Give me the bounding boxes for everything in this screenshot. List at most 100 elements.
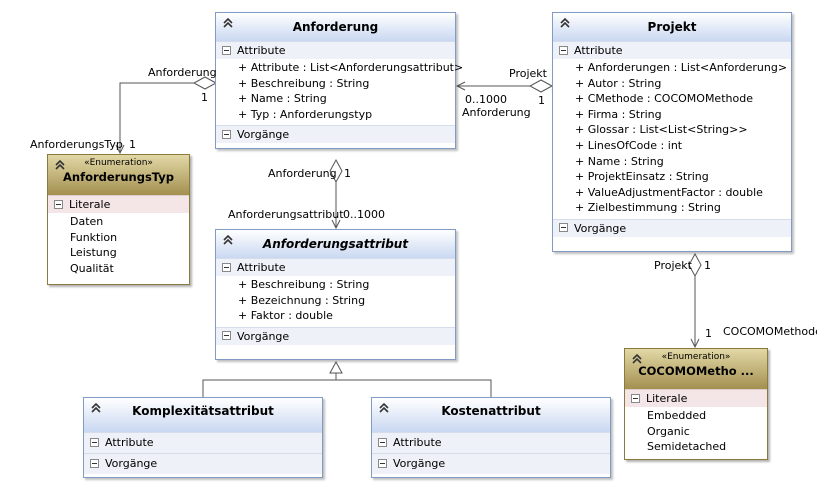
collapse-chevron-icon[interactable] [558,16,572,30]
association-projekt-cocomo[interactable] [688,252,702,347]
enum-stereotype: «Enumeration» [661,352,731,362]
enum-header[interactable]: «Enumeration» AnforderungsTyp [48,155,189,195]
collapse-minus-icon[interactable] [631,393,640,403]
class-header[interactable]: Komplexitätsattribut [84,398,322,432]
class-header[interactable]: Kostenattribut [372,398,610,432]
class-kostenattribut[interactable]: Kostenattribut Attribute Vorgänge [371,397,611,478]
role-label: AnforderungsTyp [30,138,123,151]
class-header[interactable]: Projekt [553,13,791,41]
attribute-item[interactable]: + Firma : String [575,107,662,121]
literal-item[interactable]: Embedded [647,409,707,422]
operations-section-toggle[interactable]: Vorgänge [84,453,322,474]
collapse-chevron-icon[interactable] [89,401,103,415]
class-projekt[interactable]: Projekt Attribute + Anforderungen : List… [552,12,792,252]
literal-item[interactable]: Leistung [70,246,117,260]
attribute-item[interactable]: + Name : String [238,92,327,106]
attribute-item[interactable]: + ValueAdjustmentFactor : double [575,185,763,199]
enum-anforderungstyp[interactable]: «Enumeration» AnforderungsTyp Literale D… [47,154,190,285]
class-komplexitaetsattribut[interactable]: Komplexitätsattribut Attribute Vorgänge [83,397,323,478]
class-header[interactable]: Anforderung [216,13,455,41]
attribute-list: + Attribute : List<Anforderungsattribut>… [216,59,464,125]
enum-cocomomethode[interactable]: «Enumeration» COCOMOMetho ... Literale E… [624,348,768,460]
attribute-list: + Anforderungen : List<Anforderung> + Au… [553,59,791,219]
collapse-chevron-icon[interactable] [53,158,67,172]
multiplicity-label: 1 [704,259,711,272]
operations-section-toggle[interactable]: Vorgänge [216,326,455,345]
attribute-item[interactable]: + ProjektEinsatz : String [575,170,709,184]
literals-section-toggle[interactable]: Literale [48,195,189,213]
role-label: Anforderungsattribut [228,208,344,221]
literals-section-toggle[interactable]: Literale [625,389,767,407]
attribute-item[interactable]: + Glossar : List<List<String>> [575,123,748,137]
attributes-section-toggle[interactable]: Attribute [553,41,791,59]
class-anforderung[interactable]: Anforderung Attribute + Attribute : List… [215,12,464,149]
collapse-minus-icon[interactable] [54,199,63,209]
literal-item[interactable]: Funktion [70,230,118,244]
collapse-minus-icon[interactable] [222,45,231,55]
inheritance-connector[interactable] [202,360,492,397]
association-projekt-anforderung[interactable] [457,79,554,93]
attribute-item[interactable]: + Bezeichnung : String [238,293,366,307]
multiplicity-label: 0..1000 [465,93,507,106]
attributes-section-toggle[interactable]: Attribute [372,432,610,453]
attribute-item[interactable]: + Autor : String [575,76,662,90]
attribute-item[interactable]: + Beschreibung : String [238,76,370,90]
generalization-triangle [329,360,343,374]
collapse-minus-icon[interactable] [222,331,231,341]
enum-header[interactable]: «Enumeration» COCOMOMetho ... [625,349,767,389]
multiplicity-label: 1 [344,167,351,180]
operations-section-toggle[interactable]: Vorgänge [553,218,791,237]
attribute-item[interactable]: + Anforderungen : List<Anforderung> [575,61,788,74]
attribute-item[interactable]: + Name : String [575,154,664,168]
enum-title: COCOMOMetho ... [638,364,754,378]
attribute-item[interactable]: + Beschreibung : String [238,278,370,291]
operations-section-toggle[interactable]: Vorgänge [216,125,455,144]
class-title: Anforderungsattribut [262,237,409,251]
role-label: Anforderung [462,106,531,119]
enum-title: AnforderungsTyp [62,170,175,184]
collapse-minus-icon[interactable] [90,437,99,447]
role-label: COCOMOMethode [723,325,817,338]
collapse-chevron-icon[interactable] [630,352,644,366]
multiplicity-label: 1 [129,138,136,151]
role-label: Anforderung [268,167,337,180]
class-anforderungsattribut[interactable]: Anforderungsattribut Attribute + Beschre… [215,229,456,360]
attributes-section-toggle[interactable]: Attribute [216,258,455,276]
collapse-minus-icon[interactable] [559,223,568,233]
role-label: Projekt [654,259,692,272]
enum-stereotype: «Enumeration» [84,158,153,168]
operations-section-toggle[interactable]: Vorgänge [372,453,610,474]
class-title: Komplexitätsattribut [132,404,274,418]
attribute-item[interactable]: + Attribute : List<Anforderungsattribut> [238,61,464,74]
collapse-minus-icon[interactable] [222,129,231,139]
collapse-minus-icon[interactable] [378,458,387,468]
attribute-item[interactable]: + Typ : Anforderungstyp [238,107,373,121]
attribute-item[interactable]: + CMethode : COCOMOMethode [575,92,753,106]
multiplicity-label: 1 [705,327,712,340]
literal-list: Daten Funktion Leistung Qualität [48,213,189,279]
attribute-list: + Beschreibung : String + Bezeichnung : … [216,276,455,327]
attributes-section-toggle[interactable]: Attribute [216,41,455,59]
attribute-item[interactable]: + LinesOfCode : int [575,138,683,152]
multiplicity-label: 1 [201,91,208,104]
literal-item[interactable]: Semidetached [647,440,727,454]
class-header[interactable]: Anforderungsattribut [216,230,455,258]
collapse-chevron-icon[interactable] [377,401,391,415]
association-anforderung-typ[interactable] [120,76,218,153]
collapse-chevron-icon[interactable] [221,16,235,30]
literal-item[interactable]: Qualität [70,261,114,275]
collapse-minus-icon[interactable] [222,262,231,272]
collapse-chevron-icon[interactable] [221,233,235,247]
literal-item[interactable]: Daten [70,215,104,228]
attribute-item[interactable]: + Zielbestimmung : String [575,201,721,215]
collapse-minus-icon[interactable] [559,45,568,55]
class-title: Kostenattribut [441,404,541,418]
collapse-minus-icon[interactable] [90,458,99,468]
attributes-section-toggle[interactable]: Attribute [84,432,322,453]
attribute-item[interactable]: + Faktor : double [238,309,333,323]
collapse-minus-icon[interactable] [378,437,387,447]
literal-item[interactable]: Organic [647,424,690,438]
aggregation-diamond [528,79,554,93]
association-anforderung-attribut[interactable] [329,158,343,228]
